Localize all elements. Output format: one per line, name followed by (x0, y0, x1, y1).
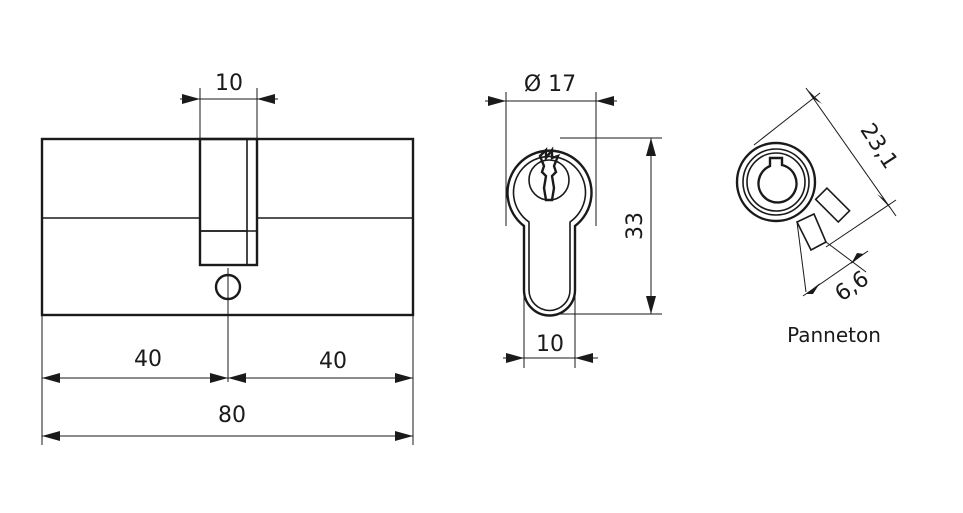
cam-inner-ring (746, 152, 806, 212)
arrow-head (395, 431, 413, 441)
cam-slot (198, 137, 259, 267)
arrow-head (596, 96, 614, 106)
arrow-head (182, 94, 200, 104)
right-length-label: 40 (319, 349, 347, 374)
keyway (538, 146, 561, 202)
arrow-head (808, 90, 822, 104)
arrow-head (210, 373, 228, 383)
arrow-head (851, 253, 864, 264)
cam-tab-outline (795, 212, 828, 252)
arrow-head (877, 194, 891, 209)
cam-center-cutout (757, 156, 798, 204)
arrow-head (646, 296, 656, 314)
profile-inner (512, 155, 587, 312)
cam-outer-ring (735, 141, 817, 223)
arrow-head (395, 373, 413, 383)
cam-width-label: 10 (215, 71, 243, 96)
cam-tab (814, 186, 851, 224)
diagonal-label: 23,1 (855, 119, 903, 174)
dim-ext-tab-left (796, 221, 807, 293)
plug-circle (528, 159, 570, 201)
height-label: 33 (623, 212, 648, 240)
cam-inner (199, 138, 248, 232)
dim-ext-tab-right (825, 241, 867, 273)
cam-middle-ring (742, 148, 810, 216)
arrow-head (646, 138, 656, 156)
bottom-width-label: 10 (536, 332, 564, 357)
arrow-head (488, 96, 506, 106)
side-view: 10 40 40 80 (40, 71, 415, 445)
arrow-head (575, 353, 593, 363)
front-view: Ø 17 33 10 (485, 72, 662, 368)
diameter-label: Ø 17 (524, 72, 576, 97)
profile-outline (506, 149, 593, 317)
left-length-label: 40 (134, 347, 162, 372)
total-length-label: 80 (218, 403, 246, 428)
cam-caption: Panneton (787, 323, 881, 347)
arrow-head (42, 373, 60, 383)
dim-line-diagonal (805, 87, 897, 217)
dim-ext-bottom (825, 199, 897, 248)
arrow-head (228, 373, 246, 383)
arrow-head (257, 94, 275, 104)
arrow-head (42, 431, 60, 441)
arrow-head (806, 283, 820, 294)
arrow-head (506, 353, 524, 363)
cam-view: 23,1 6,6 Panneton (735, 87, 903, 347)
dim-ext-top (753, 92, 821, 146)
